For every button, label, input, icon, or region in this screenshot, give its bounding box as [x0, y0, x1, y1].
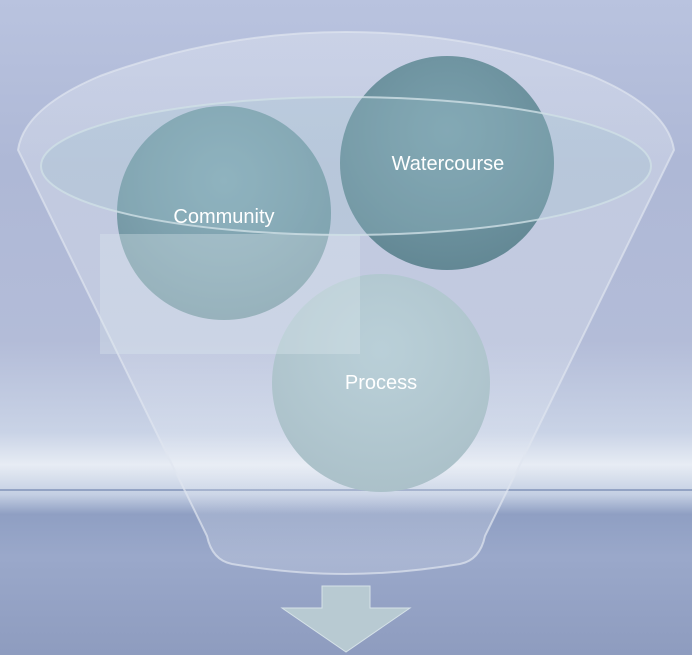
label-process: Process — [345, 372, 417, 394]
circle-watercourse — [340, 56, 554, 270]
down-arrow-icon — [280, 585, 412, 653]
circle-process — [272, 274, 490, 492]
circle-community — [117, 106, 331, 320]
label-watercourse: Watercourse — [392, 153, 505, 175]
funnel-rim — [40, 96, 652, 236]
label-community: Community — [173, 206, 274, 228]
